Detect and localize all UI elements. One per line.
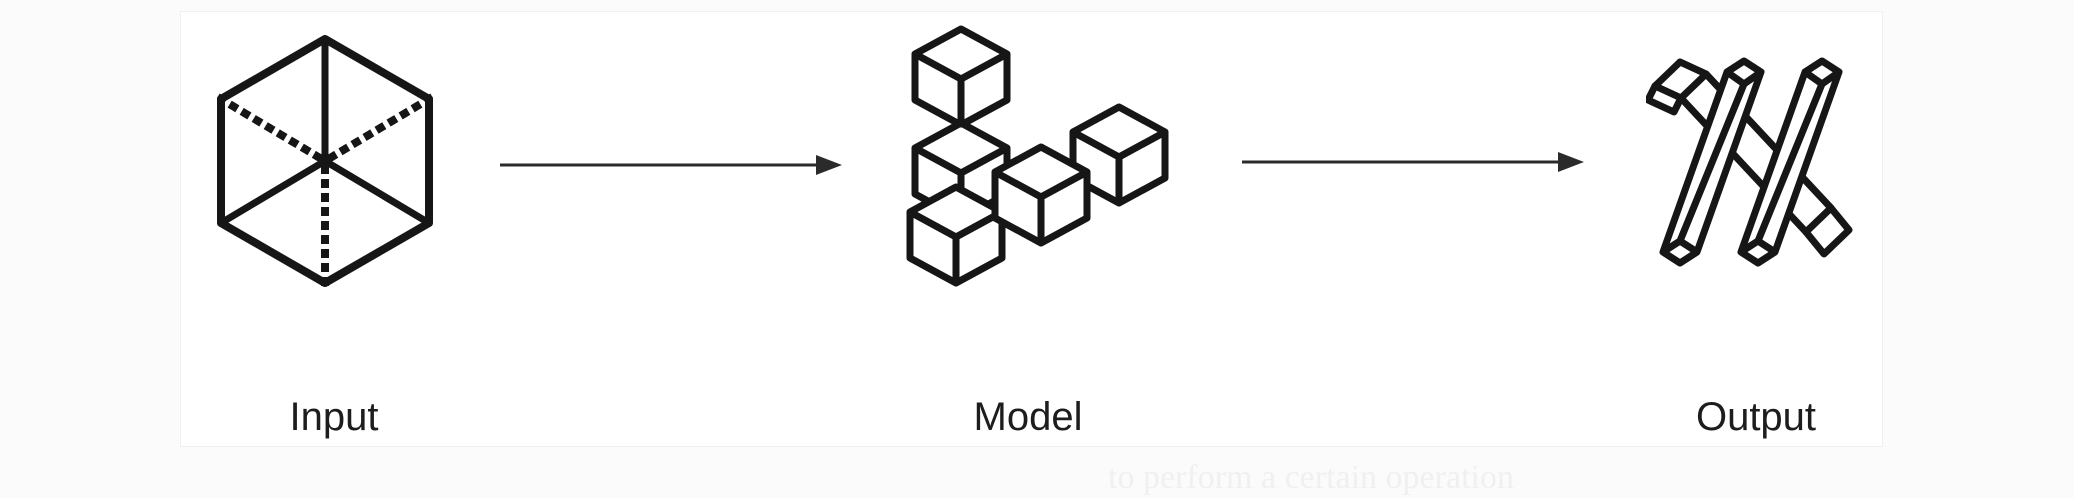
crossed-beams-x-icon: [1646, 57, 1853, 267]
right-arrow-icon: [1242, 152, 1584, 172]
building-blocks-icon: [906, 25, 1169, 287]
node-model-label: Model: [973, 395, 1083, 439]
cube-wireframe-icon: [217, 35, 433, 287]
node-output-label: Output: [1695, 395, 1817, 439]
node-input-label: Input: [289, 395, 379, 439]
diagram-panel: Input Model Output: [180, 11, 1883, 447]
background-partial-text: to perform a certain operation: [1108, 459, 1514, 496]
right-arrow-icon: [500, 155, 842, 175]
